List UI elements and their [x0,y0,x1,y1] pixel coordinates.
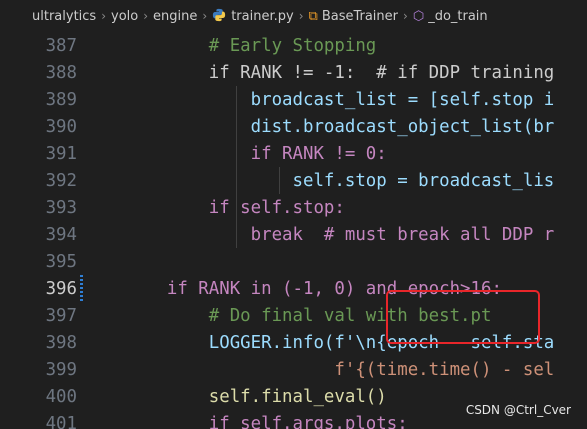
line-text: if RANK != 0: [125,143,387,164]
indent-guide [279,167,280,194]
line-text: dist.broadcast_object_list(br [125,116,555,137]
line-number: 394 [45,224,77,245]
code-line[interactable]: 395 [0,248,587,275]
breadcrumb-separator: › [143,9,149,23]
code-line[interactable]: 391 if RANK != 0: [0,140,587,167]
code-line[interactable]: 393 if self.stop: [0,194,587,221]
breadcrumb-item-label: _do_train [428,8,488,24]
code-line[interactable]: 390 dist.broadcast_object_list(br [0,113,587,140]
line-number: 389 [45,89,77,110]
python-file-icon [213,8,226,22]
line-number: 396 [45,278,77,299]
breadcrumb-separator: › [298,9,304,23]
line-text: # Early Stopping [125,35,377,56]
line-content: # Early Stopping [102,35,377,56]
breadcrumb-item-do-train[interactable]: ⬡_do_train [413,9,488,24]
line-number: 399 [45,359,77,380]
line-text: f'{(time.time() - sel [125,359,555,380]
line-number: 391 [45,143,77,164]
breadcrumb-item-basetrainer[interactable]: ⧉BaseTrainer [309,9,399,24]
breadcrumb-separator: › [403,9,408,23]
line-number: 397 [45,305,77,326]
breadcrumb-separator: › [202,9,208,23]
breadcrumb: ultralytics › yolo › engine › trainer.py… [0,0,587,32]
line-number: 400 [45,386,77,407]
breadcrumb-item-trainer[interactable]: trainer.py [212,8,294,24]
line-text: self.stop = broadcast_lis [125,170,555,191]
breadcrumb-item-label: BaseTrainer [321,8,399,24]
line-number: 398 [45,332,77,353]
breadcrumb-item-yolo[interactable]: yolo [111,8,139,24]
code-line[interactable]: 387 # Early Stopping [0,32,587,59]
line-number: 392 [45,170,77,191]
code-line[interactable]: 401 if self.args.plots: [0,410,587,429]
code-line[interactable]: 389 broadcast_list = [self.stop i [0,86,587,113]
line-number: 387 [45,35,77,56]
line-number: 388 [45,62,77,83]
modified-line-marker [80,275,83,302]
breadcrumb-separator: › [101,9,107,23]
line-text: broadcast_list = [self.stop i [125,89,555,110]
line-number: 401 [45,413,77,429]
code-editor[interactable]: 387 # Early Stopping 388 if RANK != -1: … [0,32,587,429]
code-line[interactable]: 400 self.final_eval() [0,383,587,410]
highlight-box [386,290,540,344]
breadcrumb-item-label: trainer.py [231,9,294,24]
line-number: 393 [45,197,77,218]
line-number: 395 [45,251,77,272]
code-line[interactable]: 399 f'{(time.time() - sel [0,356,587,383]
code-line[interactable]: 392 self.stop = broadcast_lis [0,167,587,194]
line-number: 390 [45,116,77,137]
code-line[interactable]: 394 break # must break all DDP r [0,221,587,248]
indent-guide [236,86,237,248]
class-icon: ⧉ [308,8,318,24]
indent-guide [236,221,237,248]
line-text: self.final_eval() [125,386,387,407]
line-text: if self.stop: [125,197,345,218]
method-icon: ⬡ [412,8,425,24]
line-text: if self.args.plots: [125,413,408,429]
line-text: break # must break all DDP r [125,224,555,245]
watermark: CSDN @Ctrl_Cver [465,403,571,417]
code-line[interactable]: 388 if RANK != -1: # if DDP training [0,59,587,86]
breadcrumb-item-engine[interactable]: engine [153,8,198,24]
breadcrumb-item-ultralytics[interactable]: ultralytics [32,8,97,24]
line-text: if RANK != -1: # if DDP training [125,62,555,83]
